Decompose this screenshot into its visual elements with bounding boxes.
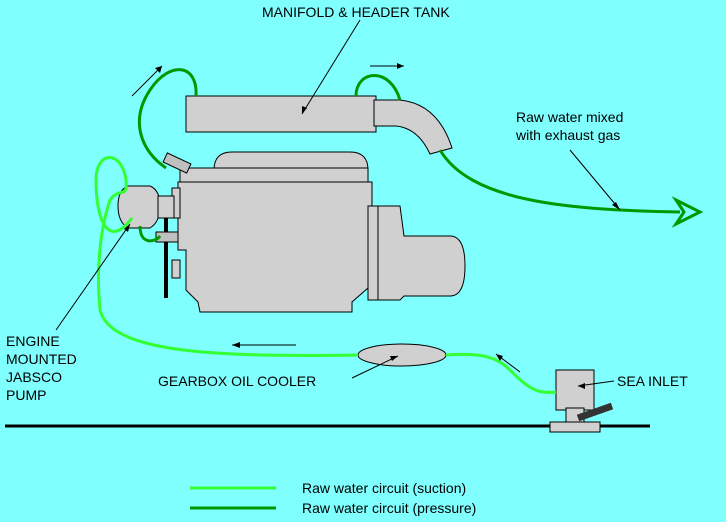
legend: Raw water circuit (suction) Raw water ci… [190,480,476,516]
exhaust-arrowhead [671,196,704,228]
engine [117,151,466,313]
sea-inlet-flange [549,421,601,433]
manifold-label: MANIFOLD & HEADER TANK [262,4,450,20]
exhaust-leader-tip [612,202,620,210]
sea-inlet-lever [576,402,614,422]
cooler-leader [351,355,399,379]
lower-bracket [171,259,181,279]
flow-arrow-up [131,65,163,97]
gearbox-flange [367,205,379,301]
suction-pipe-inlet [445,352,557,394]
exhaust-leader [569,149,621,211]
sea-inlet [549,369,614,433]
pressure-pipe-pump-loop [138,225,162,243]
pump-leader [55,223,131,331]
inlet-leader-tip [578,383,585,389]
pump-label-line3: JABSCO [6,369,62,385]
pressure-pipe-header-elbow [354,74,402,101]
suction-pipe-main [94,156,359,358]
manifold-leader [301,19,361,115]
inlet-label: SEA INLET [617,373,688,389]
pump-mount [157,195,175,219]
pump-label-line1: ENGINE [6,333,60,349]
gearbox-oil-cooler [357,343,447,367]
exhaust-elbow [373,99,453,155]
sea-inlet-body [555,369,595,411]
manifold-leader-tip [302,106,307,114]
gearbox [369,205,466,301]
pump-leader-tip [124,224,130,232]
lower-fitting [155,231,179,243]
pump-label-line2: MOUNTED [6,351,77,367]
engine-top-plate [179,167,369,183]
cooler-leader-tip [390,356,398,361]
exhaust-label-line1: Raw water mixed [516,109,623,125]
outlet-fitting [162,152,192,174]
flow-arrow-left [232,342,296,348]
pressure-pipe-exhaust [438,149,681,214]
flow-arrow-diagonal [495,353,521,373]
exhaust-label-line2: with exhaust gas [515,127,620,143]
pressure-pipe-to-manifold [138,68,198,170]
pump-label-line4: PUMP [6,387,46,403]
legend-pressure-label: Raw water circuit (pressure) [302,500,476,516]
engine-block [177,181,373,313]
legend-suction-label: Raw water circuit (suction) [302,480,466,496]
cooler-label: GEARBOX OIL COOLER [158,373,316,389]
manifold-tank [185,95,377,133]
flow-arrow-right [370,63,404,69]
